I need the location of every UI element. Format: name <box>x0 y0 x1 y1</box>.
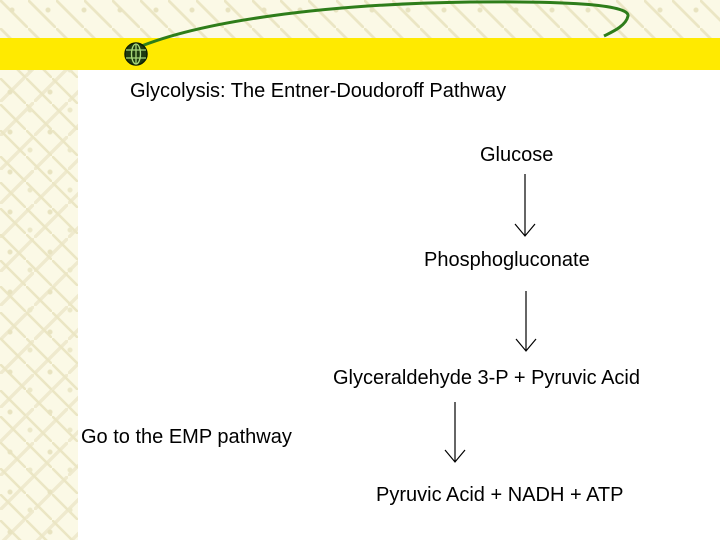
node-pyruvic-nadh-atp: Pyruvic Acid + NADH + ATP <box>376 484 624 506</box>
note-emp-pathway: Go to the EMP pathway <box>81 426 292 448</box>
arrow-g3p-to-products <box>444 402 466 463</box>
node-phosphogluconate: Phosphogluconate <box>424 249 590 271</box>
arrow-glucose-to-phosphogluconate <box>514 174 536 237</box>
slide-title: Glycolysis: The Entner-Doudoroff Pathway <box>130 80 507 102</box>
globe-bullet-icon <box>124 42 148 66</box>
title-band <box>0 38 720 70</box>
decorative-curve <box>131 0 630 52</box>
node-glyceraldehyde-pyruvic: Glyceraldehyde 3-P + Pyruvic Acid <box>333 367 641 389</box>
arrow-phosphogluconate-to-g3p <box>515 291 537 352</box>
left-texture-strip <box>0 0 78 540</box>
node-glucose: Glucose <box>480 144 554 166</box>
